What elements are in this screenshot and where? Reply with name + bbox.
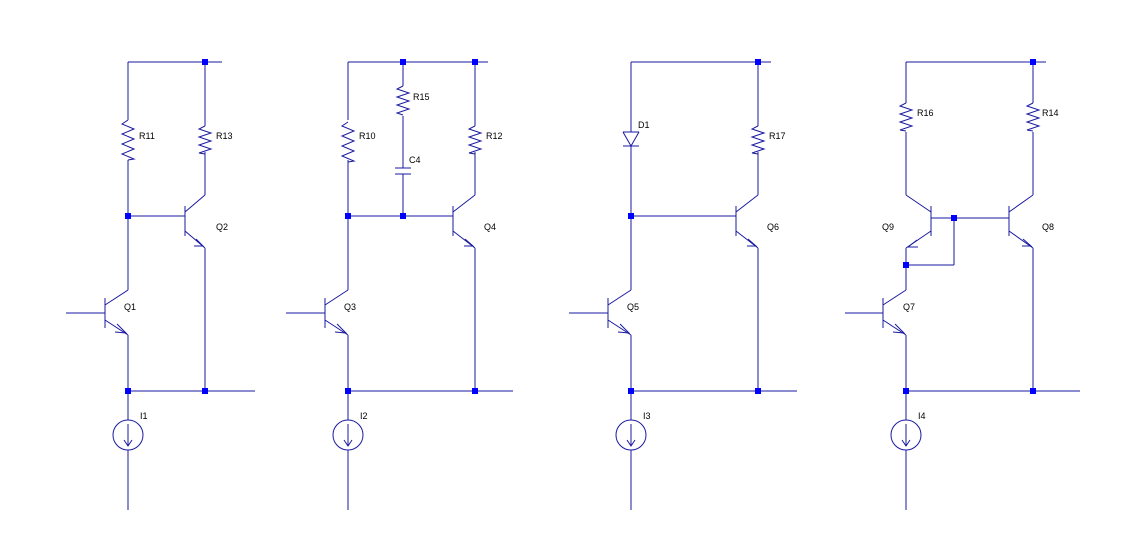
- label-q6: Q6: [767, 222, 779, 232]
- label-d1: D1: [638, 120, 650, 130]
- label-i2: I2: [360, 411, 368, 421]
- resistor-r15: [395, 85, 411, 116]
- resistor-r12: [467, 125, 483, 155]
- label-i3: I3: [643, 411, 651, 421]
- resistor-r11: [120, 119, 136, 161]
- label-i4: I4: [918, 411, 926, 421]
- circuit-2: R10 R15 C4 R12 Q4 Q3 I2: [286, 59, 513, 510]
- q2-emitter-arrow: [194, 238, 205, 247]
- resistor-r10: [340, 121, 356, 163]
- q4-emitter-arrow: [464, 238, 475, 247]
- label-c4: C4: [409, 155, 421, 165]
- label-r11: R11: [139, 131, 155, 141]
- q7-emitter-arrow: [892, 323, 906, 334]
- label-r16: R16: [917, 108, 934, 118]
- resistor-r13: [197, 125, 213, 155]
- label-r14: R14: [1042, 108, 1059, 118]
- label-q8: Q8: [1042, 222, 1054, 232]
- label-r15: R15: [413, 92, 430, 102]
- current-source-i3: [615, 419, 647, 451]
- label-q9: Q9: [882, 222, 894, 232]
- label-i1: I1: [140, 411, 148, 421]
- label-r12: R12: [486, 131, 503, 141]
- label-q7: Q7: [903, 302, 915, 312]
- resistor-r17: [750, 125, 766, 155]
- label-r10: R10: [359, 131, 376, 141]
- resistor-r14: [1025, 102, 1041, 132]
- q1-emitter-arrow: [114, 323, 128, 334]
- q8-emitter-arrow: [1022, 238, 1033, 247]
- label-r17: R17: [769, 131, 786, 141]
- label-q4: Q4: [484, 222, 496, 232]
- circuit-4: R16 R14 Q9 Q8 Q7 I4: [845, 59, 1080, 510]
- q6-emitter-arrow: [747, 238, 758, 247]
- label-q3: Q3: [344, 302, 356, 312]
- q9-emitter-arrow: [906, 239, 918, 248]
- label-r13: R13: [216, 131, 233, 141]
- resistor-r16: [898, 102, 914, 132]
- label-q2: Q2: [216, 222, 228, 232]
- label-q1: Q1: [124, 302, 136, 312]
- q5-emitter-arrow: [617, 323, 631, 334]
- current-source-i1: [112, 419, 144, 451]
- q3-emitter-arrow: [334, 323, 348, 334]
- current-source-i2: [332, 419, 364, 451]
- current-source-i4: [890, 419, 922, 451]
- label-q5: Q5: [627, 302, 639, 312]
- circuit-3: D1 R17 Q6 Q5 I3: [569, 59, 797, 510]
- circuit-1: R11 R13 Q2 Q1 I1: [66, 59, 255, 510]
